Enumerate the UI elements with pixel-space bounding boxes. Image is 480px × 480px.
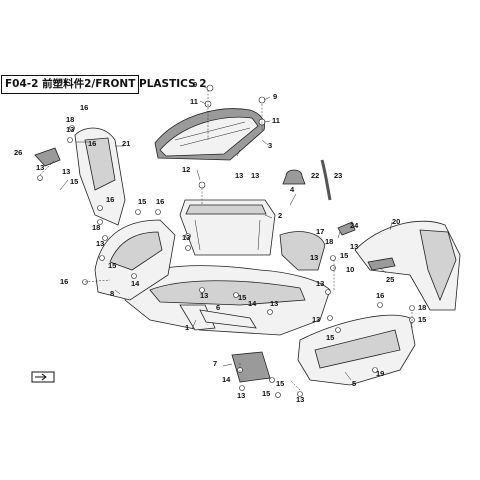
callout-18c: 18 xyxy=(325,237,333,246)
callout-18a: 18 xyxy=(66,115,74,124)
callout-15e: 15 xyxy=(326,333,334,342)
callout-12: 12 xyxy=(182,165,190,174)
callout-14a: 14 xyxy=(131,279,140,288)
part-23-hose xyxy=(320,159,332,201)
callout-21: 21 xyxy=(122,139,130,148)
part-6-bracket xyxy=(199,309,257,329)
callout-26: 26 xyxy=(14,148,22,157)
callout-15c: 15 xyxy=(138,197,146,206)
callout-5: 5 xyxy=(352,379,356,388)
callout-25: 25 xyxy=(386,275,394,284)
callout-11b: 11 xyxy=(272,116,280,125)
callout-14c: 14 xyxy=(222,375,231,384)
callout-13m: 13 xyxy=(270,299,278,308)
part-24-clip xyxy=(337,221,356,236)
callout-15d: 15 xyxy=(340,251,348,260)
callout-15h: 15 xyxy=(276,379,284,388)
callout-13c: 13 xyxy=(62,167,70,176)
part-25-reflector xyxy=(367,257,396,271)
callout-15i: 15 xyxy=(262,389,270,398)
callout-14b: 14 xyxy=(248,299,257,308)
direction-arrow-icon xyxy=(31,371,55,383)
callout-13n: 13 xyxy=(237,391,245,400)
part-22-cap xyxy=(282,169,306,185)
callout-16d: 16 xyxy=(60,277,68,286)
callout-13j: 13 xyxy=(316,279,324,288)
callout-13e: 13 xyxy=(182,233,190,242)
callout-19: 19 xyxy=(376,369,384,378)
callout-16e: 16 xyxy=(156,197,164,206)
callout-13b: 13 xyxy=(36,163,44,172)
callout-16a: 16 xyxy=(80,103,88,112)
callout-11: 11 xyxy=(190,97,198,106)
callout-15a: 15 xyxy=(70,177,78,186)
callout-3: 3 xyxy=(268,141,272,150)
callout-13h: 13 xyxy=(310,253,318,262)
callout-10: 10 xyxy=(346,265,354,274)
part-7-lower-mount xyxy=(231,351,271,383)
fasteners xyxy=(37,84,415,398)
callout-15f: 15 xyxy=(418,315,426,324)
callout-7: 7 xyxy=(213,359,217,368)
callout-13l: 13 xyxy=(200,291,208,300)
callout-15g: 15 xyxy=(238,293,246,302)
callout-16b: 16 xyxy=(88,139,96,148)
callout-16f: 16 xyxy=(376,291,384,300)
callout-18b: 18 xyxy=(92,223,100,232)
callout-24: 24 xyxy=(350,221,359,230)
callout-23: 23 xyxy=(334,171,342,180)
callout-20: 20 xyxy=(392,217,400,226)
callout-18d: 18 xyxy=(418,303,426,312)
callout-1: 1 xyxy=(185,323,189,332)
callout-16c: 16 xyxy=(106,195,114,204)
callout-labels: 9 9 11 11 3 12 21 26 16 18 13 16 13 13 1… xyxy=(14,80,426,404)
callout-13d: 13 xyxy=(96,239,104,248)
callout-13f: 13 xyxy=(235,171,243,180)
callout-9: 9 xyxy=(193,80,197,89)
callout-8: 8 xyxy=(110,289,114,298)
callout-6: 6 xyxy=(216,303,220,312)
callout-13k: 13 xyxy=(312,315,320,324)
callout-15b: 15 xyxy=(108,261,116,270)
callout-13o: 13 xyxy=(296,395,304,404)
callout-4: 4 xyxy=(290,185,295,194)
part-4-inner-liner xyxy=(279,231,326,271)
callout-9b: 9 xyxy=(273,92,277,101)
callout-17: 17 xyxy=(316,227,324,236)
callout-13i: 13 xyxy=(350,242,358,251)
callout-2: 2 xyxy=(278,211,282,220)
callout-13a: 13 xyxy=(66,125,74,134)
callout-22: 22 xyxy=(311,171,319,180)
callout-13g: 13 xyxy=(251,171,259,180)
